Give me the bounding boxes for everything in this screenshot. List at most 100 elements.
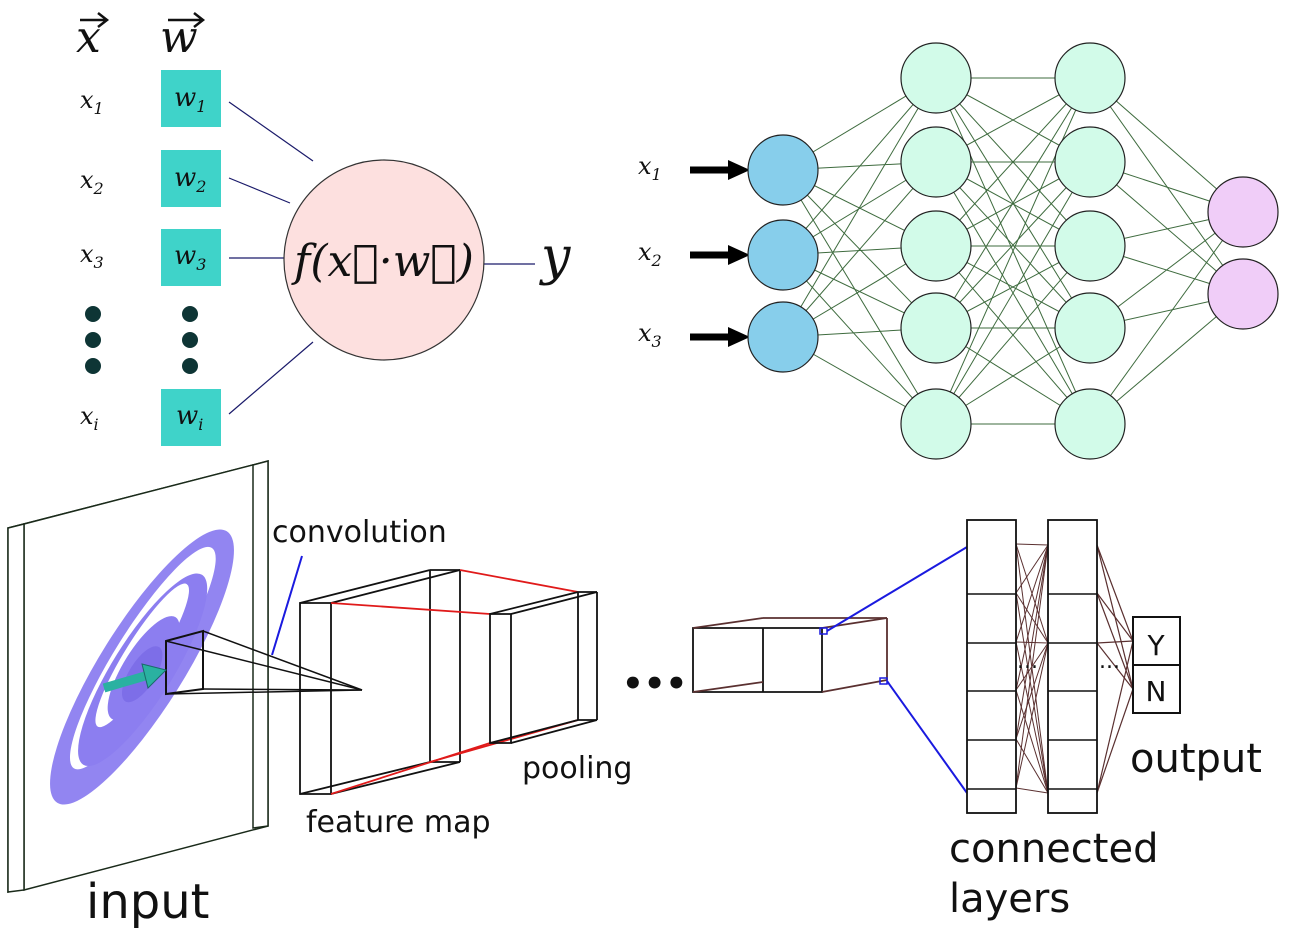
fc-edge [1015, 689, 1049, 794]
vector-arrow-icon [80, 12, 110, 28]
mlp-input-label: x2 [638, 238, 662, 270]
fc-edge [1015, 544, 1049, 789]
fc-edge [1015, 544, 1049, 691]
mlp-edge [782, 161, 937, 338]
input-label: input [86, 874, 209, 930]
mlp-node [900, 292, 972, 364]
mlp-node [900, 42, 972, 114]
mlp-edge [935, 77, 1091, 247]
fc-edge [1015, 592, 1049, 794]
teal-arrow-icon [102, 663, 167, 693]
mlp-node [1054, 388, 1126, 460]
mlp-edge [1089, 77, 1244, 295]
input-x-label: xi [80, 402, 99, 434]
galaxy-image [50, 529, 234, 805]
mlp-edge [935, 161, 1091, 329]
fc-ellipsis: ... [1099, 649, 1120, 674]
fc-edge [1015, 642, 1049, 789]
feature-map-label: feature map [306, 805, 491, 840]
output-class-n: N [1146, 675, 1167, 708]
mlp-node [1054, 210, 1126, 282]
mlp-node [1054, 292, 1126, 364]
output-class-y: Y [1146, 629, 1165, 662]
fc-output-edge [1096, 640, 1134, 644]
dot [85, 332, 101, 348]
fc-layer-column [966, 519, 1017, 814]
fc-output-edge [1096, 544, 1134, 642]
weight-label: wi [176, 401, 203, 434]
dot [182, 332, 198, 348]
fc-output-edge [1096, 640, 1134, 794]
mlp-node [1207, 176, 1279, 248]
convolution-pointer-line [271, 555, 303, 656]
convolution-label: convolution [272, 515, 447, 550]
mlp-input-arrows [690, 160, 750, 347]
pooling-block [489, 591, 598, 744]
fc-edge [1015, 544, 1049, 594]
dot [182, 306, 198, 322]
dot [85, 306, 101, 322]
input-x-label: x3 [80, 240, 104, 272]
input-row-i: xi wi [80, 389, 221, 446]
fc-connector-line [826, 546, 968, 632]
output-label: output [1130, 736, 1262, 782]
fc-connector-line [886, 680, 968, 794]
mlp-node [1054, 126, 1126, 198]
output-y-label: y [539, 227, 571, 287]
connected-layers-label-line2: layers [949, 876, 1070, 922]
input-row-2: x2 w2 [80, 150, 221, 207]
cnn-panel: convolution [7, 460, 1262, 930]
input-x-label: x2 [80, 166, 104, 198]
fc-output-edge [1096, 688, 1134, 794]
mlp-node [1054, 42, 1126, 114]
weight-box [161, 389, 221, 446]
fc-output-edge [1096, 592, 1134, 642]
mlp-node [900, 388, 972, 460]
mlp-edge [935, 161, 1091, 425]
arrow-head-icon [728, 245, 750, 265]
mlp-node [747, 134, 819, 206]
weight-connections [228, 101, 535, 415]
mlp-edge [782, 169, 937, 425]
vector-arrow-icon [168, 12, 206, 28]
arrow-head-icon [728, 160, 750, 180]
mlp-input-label: x3 [638, 319, 662, 351]
mlp-node [900, 210, 972, 282]
mlp-edges [782, 77, 1244, 425]
vector-x-header: x [76, 12, 110, 63]
connection-line [228, 177, 291, 204]
connection-line [228, 101, 314, 162]
mlp-panel: x1 x2 x3 [638, 42, 1279, 460]
weight-label: w3 [174, 241, 206, 274]
neuron-function-label: f(x⃗·w⃗) [291, 236, 474, 287]
pooling-label: pooling [522, 751, 632, 786]
fc-edge [1015, 544, 1049, 643]
weight-label: w2 [174, 163, 206, 196]
neuron-circle [283, 159, 485, 361]
mlp-node [747, 219, 819, 291]
mlp-input-label: x1 [638, 152, 662, 184]
mlp-edge [935, 77, 1091, 329]
plate-right-side [252, 460, 269, 829]
w-ellipsis-dots [182, 306, 198, 374]
fc-edge [1015, 543, 1049, 546]
fc-output-edge [1096, 592, 1134, 690]
dot [182, 358, 198, 374]
mlp-edge [782, 77, 937, 256]
mlp-edge [782, 254, 937, 425]
mlp-edge [935, 245, 1091, 425]
mlp-node [1207, 258, 1279, 330]
vector-w-header: w [160, 12, 206, 63]
mlp-edge [1089, 211, 1244, 425]
fc-edge [1015, 642, 1049, 740]
connected-layers-label-line1: connected [949, 826, 1158, 872]
weight-box [161, 229, 221, 286]
fc-ellipsis: ... [1017, 649, 1038, 674]
flatten-block [692, 617, 888, 693]
fc-edge [1015, 544, 1049, 740]
receptive-field [165, 629, 363, 696]
layer-ellipsis: ••• [622, 664, 687, 704]
mlp-edge [782, 77, 937, 338]
